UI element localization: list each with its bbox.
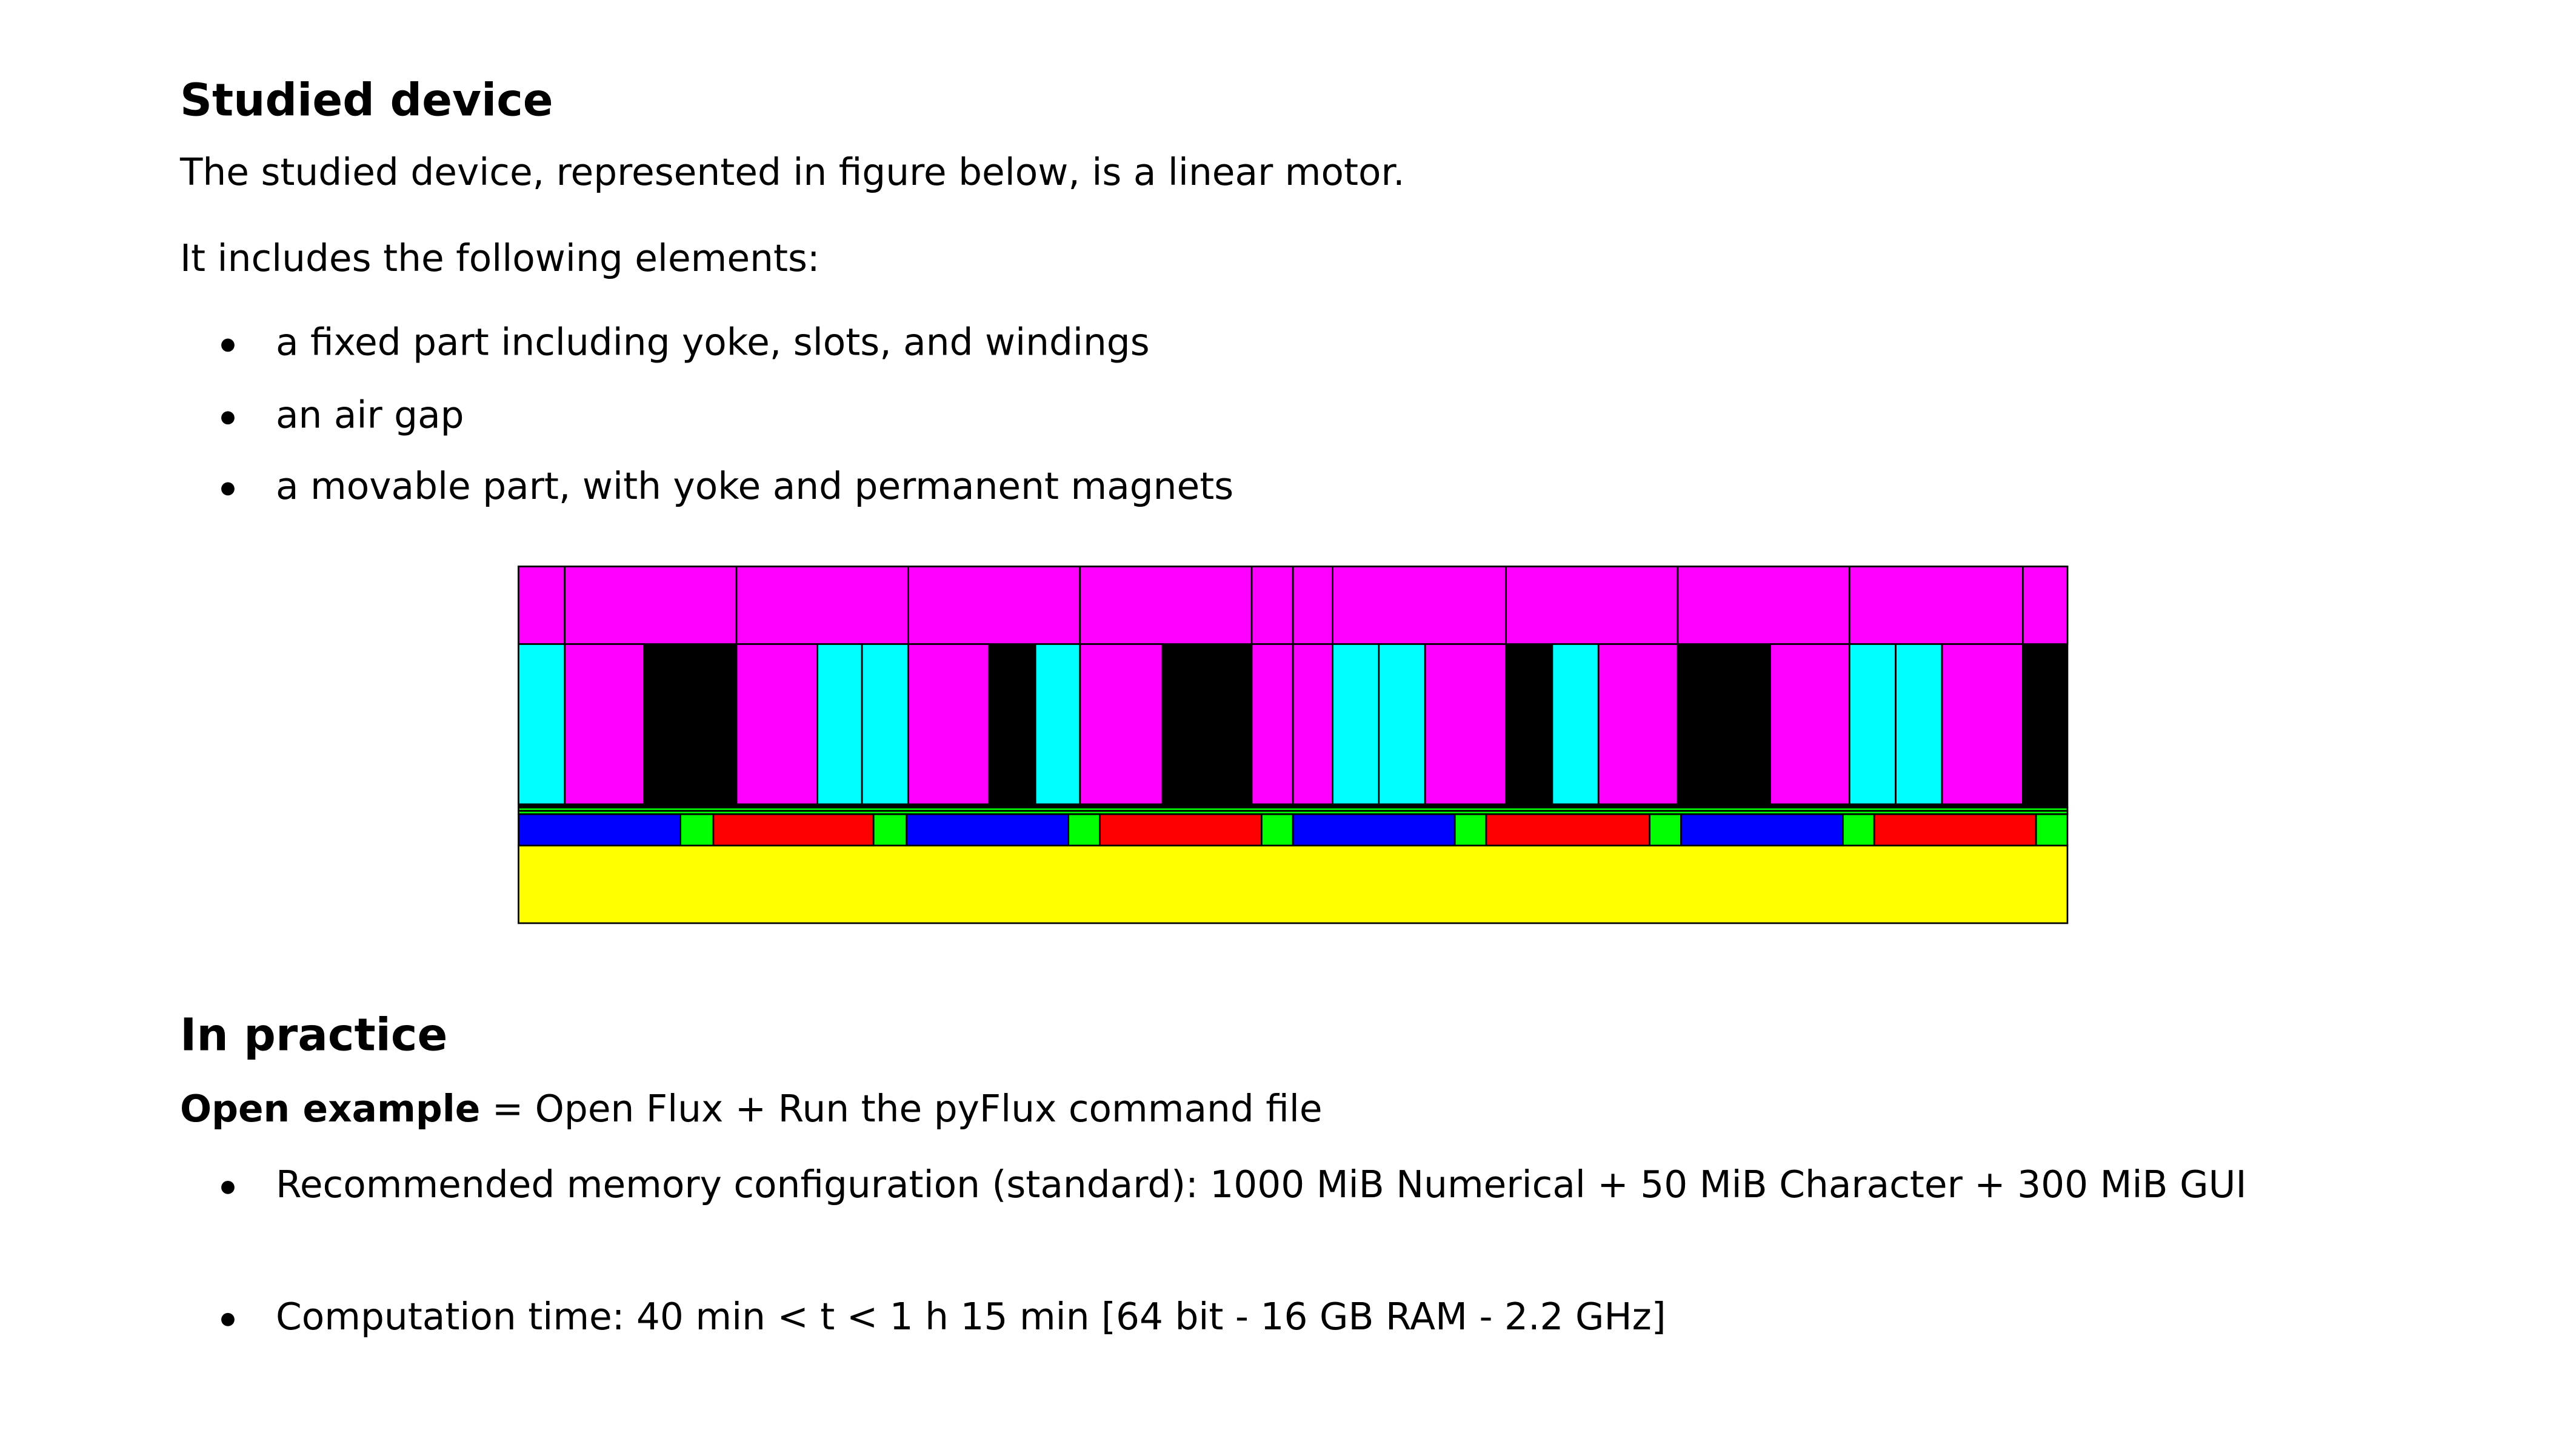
bullet-icon xyxy=(221,1312,235,1326)
stator-yoke xyxy=(1250,566,1294,645)
bullet-icon xyxy=(221,1180,235,1194)
stator-yoke xyxy=(1505,566,1679,645)
winding-coil xyxy=(861,643,909,806)
open-example-text: = Open Flux + Run the pyFlux command fil… xyxy=(480,1088,1323,1132)
stator-tooth xyxy=(1424,643,1507,806)
list-item: Recommended memory configuration (standa… xyxy=(275,1164,2247,1208)
stator-yoke xyxy=(1332,566,1507,645)
intro-text: The studied device, represented in figur… xyxy=(179,152,1405,195)
includes-text: It includes the following elements: xyxy=(179,238,820,281)
list-item: a movable part, with yoke and permanent … xyxy=(275,466,1234,509)
magnet-spacer xyxy=(1067,813,1101,847)
magnet-spacer xyxy=(2035,813,2069,847)
winding-coil xyxy=(1848,643,1897,806)
permanent-magnet xyxy=(1680,813,1844,847)
bullet-icon xyxy=(221,482,235,496)
magnet-spacer xyxy=(1842,813,1875,847)
stator-yoke xyxy=(1848,566,2024,645)
magnet-spacer xyxy=(1649,813,1682,847)
stator-tooth xyxy=(1079,643,1164,806)
magnet-spacer xyxy=(679,813,715,847)
winding-coil xyxy=(1378,643,1426,806)
stator-yoke xyxy=(907,566,1081,645)
stator-yoke xyxy=(518,566,566,645)
list-item: Computation time: 40 min < t < 1 h 15 mi… xyxy=(275,1296,1666,1340)
stator-tooth xyxy=(1292,643,1333,806)
heading-in-practice: In practice xyxy=(179,1011,448,1062)
stator-yoke xyxy=(1079,566,1253,645)
permanent-magnet xyxy=(1292,813,1456,847)
bullet-icon xyxy=(221,411,235,425)
winding-coil xyxy=(1551,643,1600,806)
stator-yoke xyxy=(564,566,738,645)
magnet-spacer xyxy=(1261,813,1294,847)
stator-yoke xyxy=(1292,566,1333,645)
stator-yoke xyxy=(2022,566,2069,645)
list-item: an air gap xyxy=(275,395,464,438)
stator-tooth xyxy=(564,643,645,806)
permanent-magnet xyxy=(518,813,681,847)
stator-yoke xyxy=(735,566,909,645)
open-example-label: Open example xyxy=(179,1088,481,1132)
permanent-magnet xyxy=(1873,813,2037,847)
stator-tooth xyxy=(1250,643,1294,806)
linear-motor-figure xyxy=(518,566,2069,924)
heading-studied-device: Studied device xyxy=(179,76,553,127)
open-example-line: Open example = Open Flux + Run the pyFlu… xyxy=(180,1085,1323,1135)
winding-coil xyxy=(1332,643,1380,806)
list-item: a fixed part including yoke, slots, and … xyxy=(275,322,1150,366)
permanent-magnet xyxy=(712,813,875,847)
stator-tooth xyxy=(1597,643,1679,806)
stator-tooth xyxy=(1941,643,2024,806)
stator-yoke xyxy=(1677,566,1850,645)
mover-yoke xyxy=(518,844,2069,924)
bullet-icon xyxy=(221,338,235,352)
permanent-magnet xyxy=(1485,813,1651,847)
winding-coil xyxy=(816,643,863,806)
magnet-spacer xyxy=(1453,813,1487,847)
stator-tooth xyxy=(907,643,990,806)
stator-tooth xyxy=(735,643,818,806)
winding-coil xyxy=(518,643,566,806)
permanent-magnet xyxy=(906,813,1070,847)
magnet-spacer xyxy=(872,813,908,847)
winding-coil xyxy=(1034,643,1081,806)
permanent-magnet xyxy=(1099,813,1263,847)
winding-coil xyxy=(1895,643,1943,806)
stator-tooth xyxy=(1769,643,1850,806)
